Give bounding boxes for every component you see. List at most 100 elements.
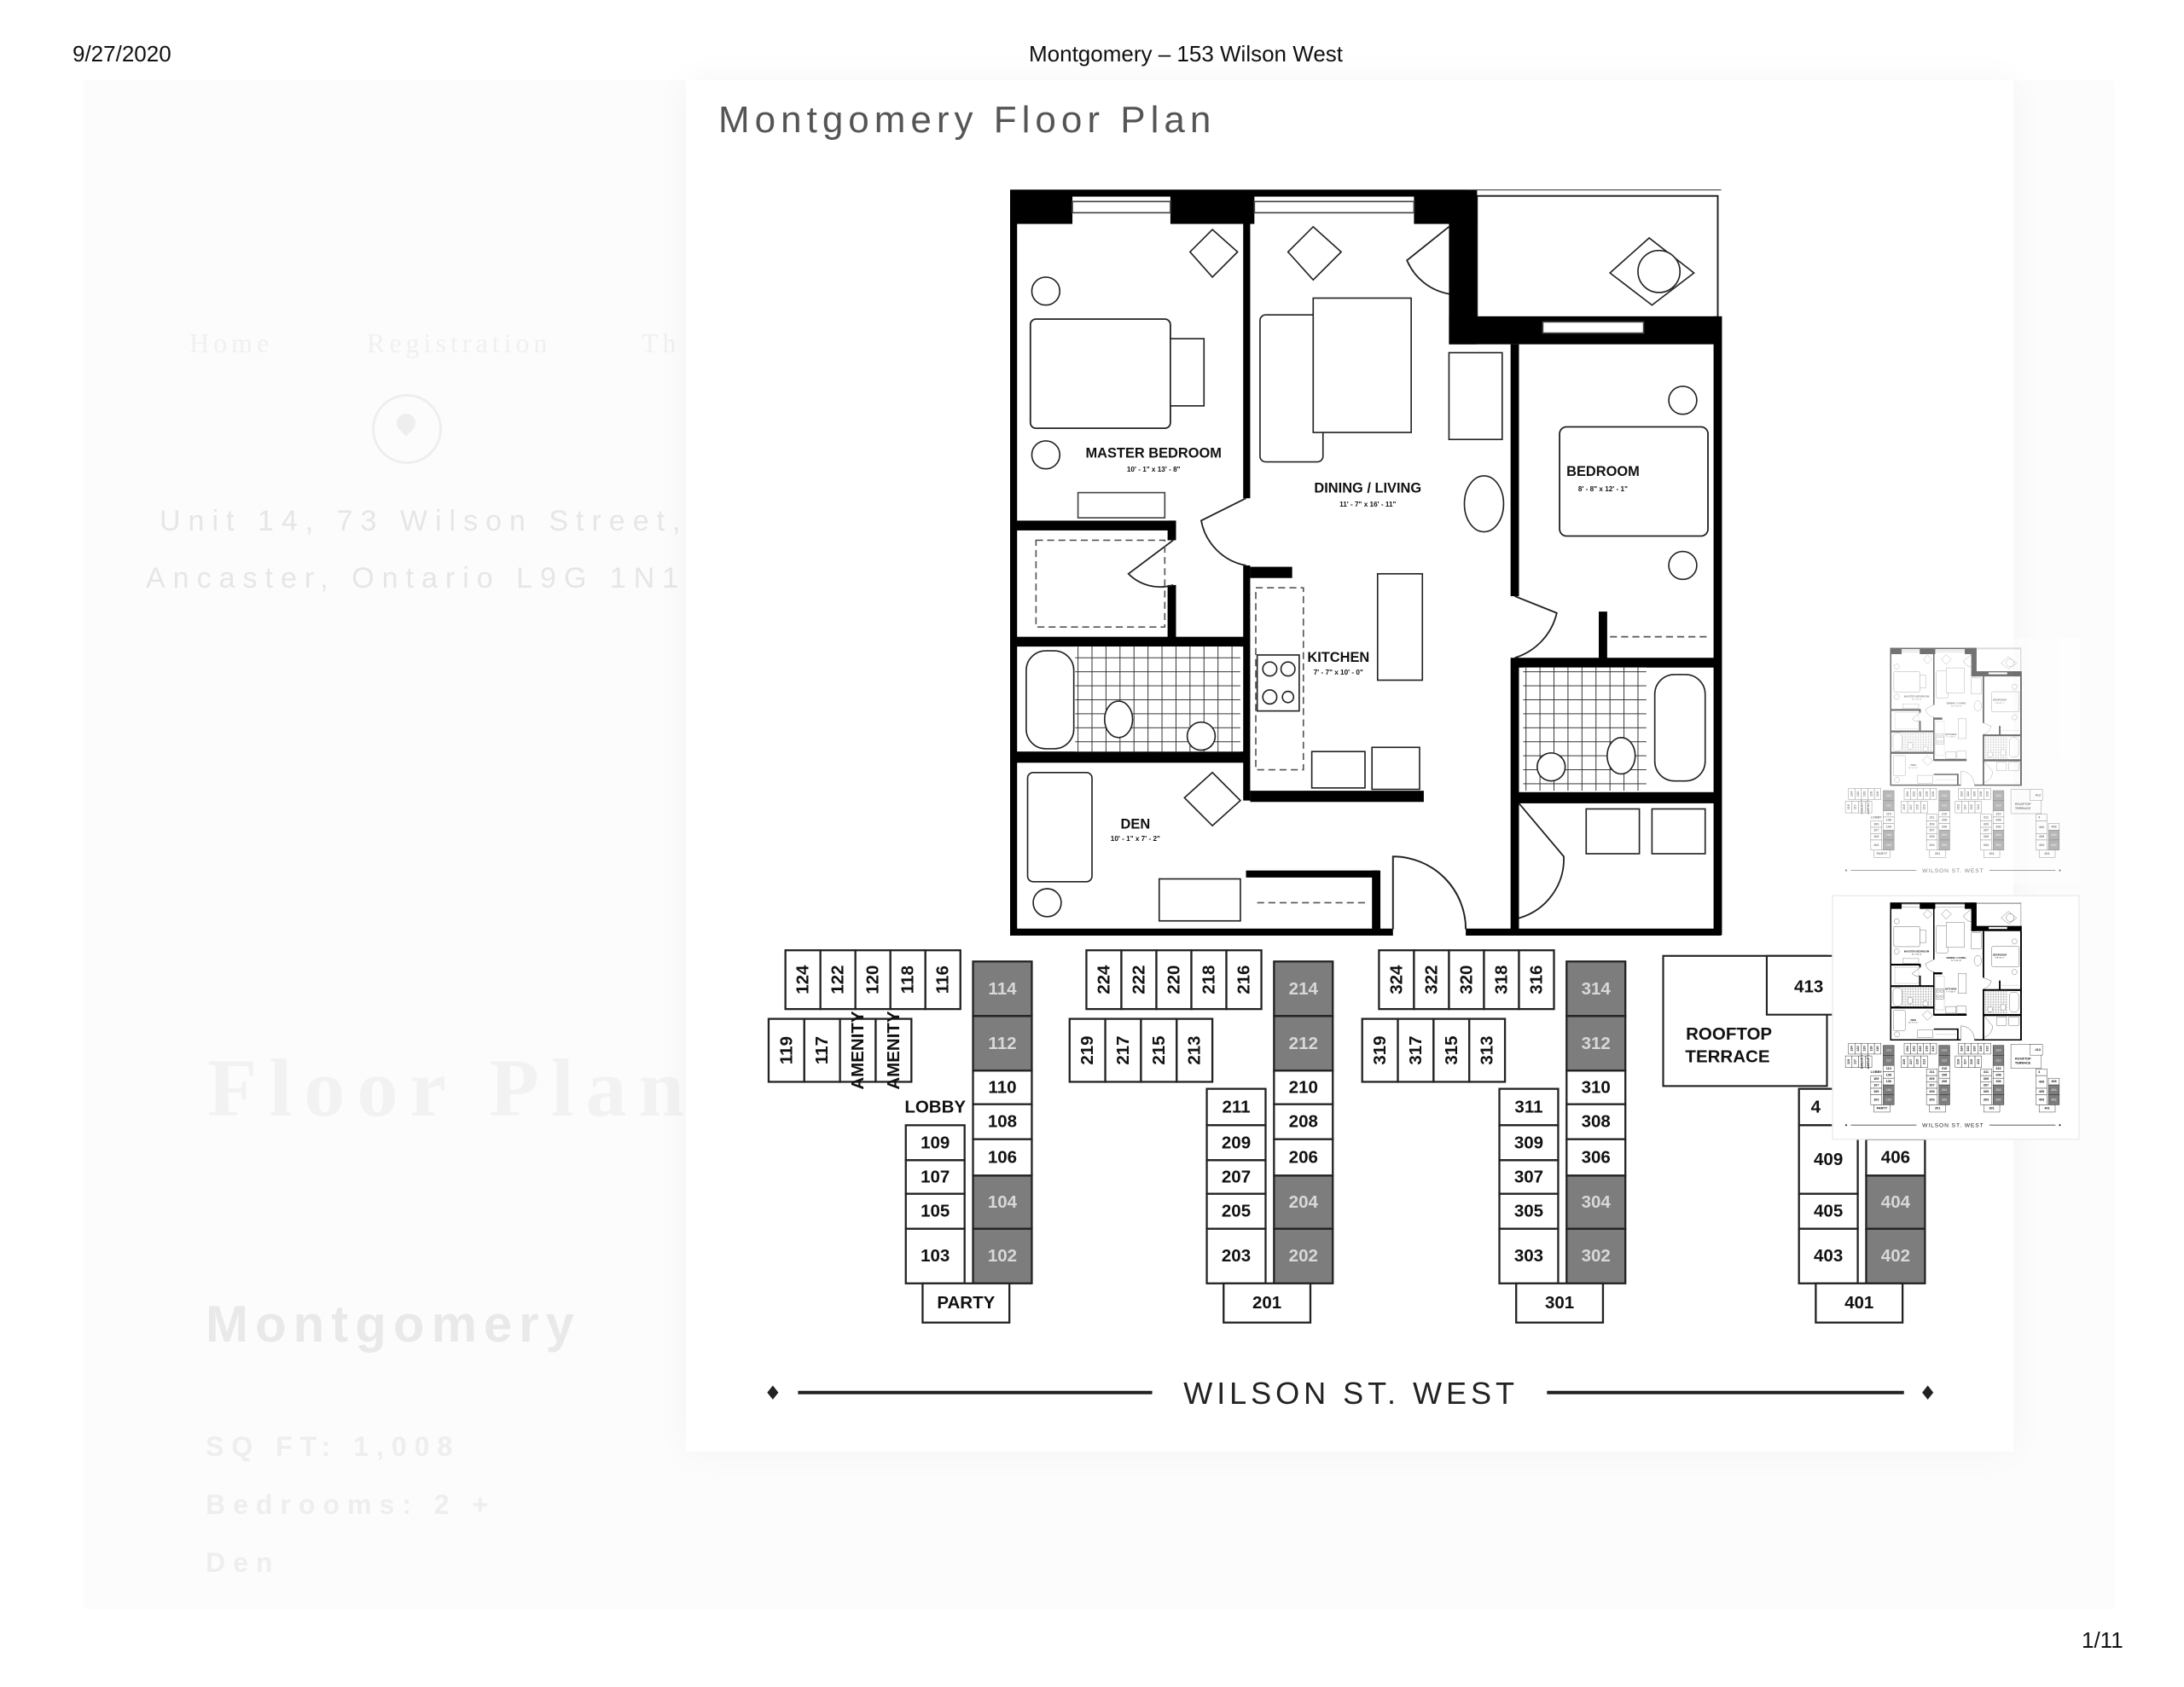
unit-204: 204 bbox=[1273, 1174, 1334, 1230]
address-line-2: Ancaster, Ontario L9G 1N1 bbox=[146, 562, 687, 594]
unit-label: 308 bbox=[1582, 1112, 1611, 1132]
model-name: Montgomery bbox=[206, 1296, 581, 1353]
unit-box bbox=[767, 1017, 805, 1083]
unit-label: 202 bbox=[1289, 1246, 1318, 1266]
floor-plan-thumbnail-2[interactable] bbox=[1832, 895, 2080, 1140]
unit-203: 203 bbox=[1205, 1227, 1267, 1284]
unit-215: 215 bbox=[1140, 1017, 1178, 1083]
unit-label: 310 bbox=[1582, 1078, 1611, 1098]
unit-401: 401 bbox=[1815, 1282, 1904, 1324]
unit-208: 208 bbox=[1273, 1103, 1334, 1140]
unit-label: 105 bbox=[921, 1202, 950, 1221]
unit-106: 106 bbox=[972, 1138, 1033, 1177]
unit-217: 217 bbox=[1104, 1017, 1142, 1083]
unit-label: 219 bbox=[1077, 1035, 1097, 1064]
unit-322: 322 bbox=[1413, 949, 1450, 1011]
unit-label: 205 bbox=[1222, 1202, 1251, 1221]
unit-box bbox=[874, 1017, 913, 1083]
unit-box bbox=[1273, 1174, 1334, 1230]
unit-202: 202 bbox=[1273, 1227, 1334, 1284]
unit-301: 301 bbox=[1515, 1282, 1605, 1324]
nav-registration[interactable]: Registration bbox=[367, 328, 552, 358]
unit-310: 310 bbox=[1565, 1070, 1627, 1105]
unit-218: 218 bbox=[1190, 949, 1228, 1011]
unit-box bbox=[1068, 1017, 1107, 1083]
unit-box bbox=[889, 949, 926, 1011]
nav-home[interactable]: Home bbox=[189, 328, 274, 358]
unit-label: 214 bbox=[1289, 979, 1319, 999]
unit-box bbox=[1515, 1282, 1605, 1324]
unit-117: 117 bbox=[803, 1017, 841, 1083]
unit-label: 103 bbox=[921, 1246, 950, 1266]
unit-309: 309 bbox=[1498, 1124, 1560, 1162]
unit-label: 106 bbox=[988, 1148, 1017, 1168]
room-label-dining-living: DINING / LIVING bbox=[1314, 481, 1421, 496]
unit-box bbox=[921, 1282, 1011, 1324]
unit-label: 318 bbox=[1491, 965, 1511, 994]
unit-box bbox=[1498, 1227, 1560, 1284]
unit-224: 224 bbox=[1085, 949, 1123, 1011]
unit-floor-plan: MASTER BEDROOM 10' - 1" x 13' - 8" DININ… bbox=[1010, 189, 1727, 938]
unit-102: 102 bbox=[972, 1227, 1033, 1284]
unit-label: LOBBY bbox=[904, 1097, 966, 1116]
unit-box bbox=[904, 1124, 966, 1162]
unit-306: 306 bbox=[1565, 1138, 1627, 1177]
unit-box bbox=[1815, 1282, 1904, 1324]
page-number: 1/11 bbox=[2082, 1627, 2123, 1653]
unit-box bbox=[1273, 1138, 1334, 1177]
unit-220: 220 bbox=[1155, 949, 1193, 1011]
unit-box bbox=[1565, 1174, 1627, 1230]
rooftop-terrace-label-2: TERRACE bbox=[1685, 1046, 1769, 1066]
unit-label: 312 bbox=[1582, 1034, 1611, 1053]
unit-label: 215 bbox=[1149, 1035, 1169, 1064]
unit-label: 402 bbox=[1881, 1246, 1910, 1266]
unit-label: 405 bbox=[1814, 1202, 1843, 1221]
unit-116: 116 bbox=[924, 949, 961, 1011]
unit-box bbox=[1104, 1017, 1142, 1083]
unit-302: 302 bbox=[1565, 1227, 1627, 1284]
unit-label: 119 bbox=[776, 1036, 796, 1064]
unit-label: 112 bbox=[988, 1034, 1016, 1053]
unit-122: 122 bbox=[819, 949, 857, 1011]
unit-308: 308 bbox=[1565, 1103, 1627, 1140]
unit-label: 104 bbox=[988, 1192, 1018, 1212]
unit-label: 324 bbox=[1386, 965, 1406, 994]
unit-label: 211 bbox=[1222, 1097, 1250, 1116]
unit-label: 217 bbox=[1113, 1035, 1133, 1064]
unit-318: 318 bbox=[1483, 949, 1520, 1011]
unit-205: 205 bbox=[1205, 1192, 1267, 1230]
unit-109: 109 bbox=[904, 1124, 966, 1162]
street-name: WILSON ST. WEST bbox=[1183, 1376, 1519, 1411]
unit-label: 313 bbox=[1478, 1035, 1497, 1064]
unit-119: 119 bbox=[767, 1017, 805, 1083]
floor-plan-thumbnail-1[interactable] bbox=[1831, 638, 2081, 885]
nav-item-partial[interactable]: Th bbox=[642, 328, 681, 358]
unit-413 bbox=[1765, 954, 1835, 1016]
unit-209: 209 bbox=[1205, 1124, 1267, 1162]
unit-label: 311 bbox=[1514, 1097, 1542, 1116]
unit-box bbox=[1498, 1124, 1560, 1162]
room-dims-den: 10' - 1" x 7' - 2" bbox=[1111, 835, 1160, 843]
unit-box bbox=[1273, 1227, 1334, 1284]
unit-box bbox=[1565, 1015, 1627, 1072]
unit-box bbox=[803, 1017, 841, 1083]
unit-label: 303 bbox=[1514, 1246, 1543, 1266]
unit-405: 405 bbox=[1798, 1192, 1859, 1230]
unit-label-413: 413 bbox=[1794, 977, 1823, 996]
unit-label: 120 bbox=[863, 965, 883, 994]
unit-210: 210 bbox=[1273, 1070, 1334, 1105]
unit-404: 404 bbox=[1865, 1174, 1926, 1230]
unit-304: 304 bbox=[1565, 1174, 1627, 1230]
unit-201: 201 bbox=[1223, 1282, 1312, 1324]
room-dims-dining-living: 11' - 7" x 16' - 11" bbox=[1339, 501, 1396, 508]
unit-label: 108 bbox=[988, 1112, 1017, 1132]
room-dims-bedroom: 8' - 8" x 12' - 1" bbox=[1578, 485, 1628, 493]
unit-324: 324 bbox=[1378, 949, 1415, 1011]
unit-box bbox=[1205, 1192, 1267, 1230]
unit-label: 117 bbox=[812, 1036, 832, 1064]
lobby-label: LOBBY bbox=[904, 1097, 966, 1116]
unit-amenity: AMENITY bbox=[874, 1011, 913, 1090]
unit-label: 116 bbox=[933, 965, 953, 994]
unit-box bbox=[1865, 1227, 1926, 1284]
room-dims-master-bedroom: 10' - 1" x 13' - 8" bbox=[1127, 466, 1181, 473]
